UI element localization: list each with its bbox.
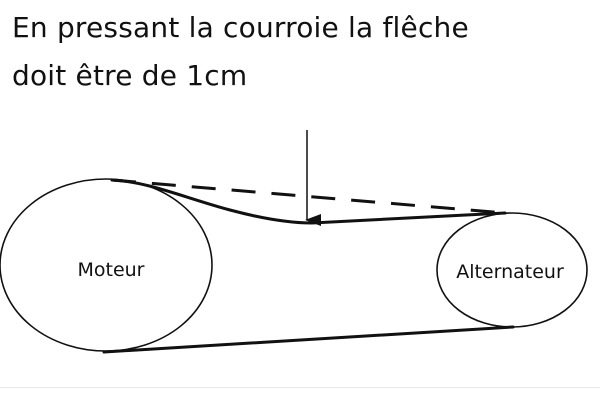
instruction-line-1: En pressant la courroie la flêche bbox=[12, 11, 469, 44]
belt-rest-line bbox=[111, 178, 506, 215]
belt-bottom-strand bbox=[102, 325, 515, 354]
instruction-line-2: doit être de 1cm bbox=[12, 59, 248, 92]
instruction-text: En pressant la courroie la flêche doit ê… bbox=[12, 4, 592, 100]
motor-label: Moteur bbox=[77, 259, 144, 281]
bottom-divider bbox=[0, 387, 600, 388]
alternator-label: Alternateur bbox=[456, 261, 564, 283]
belt-pressed-strand bbox=[110, 178, 507, 225]
